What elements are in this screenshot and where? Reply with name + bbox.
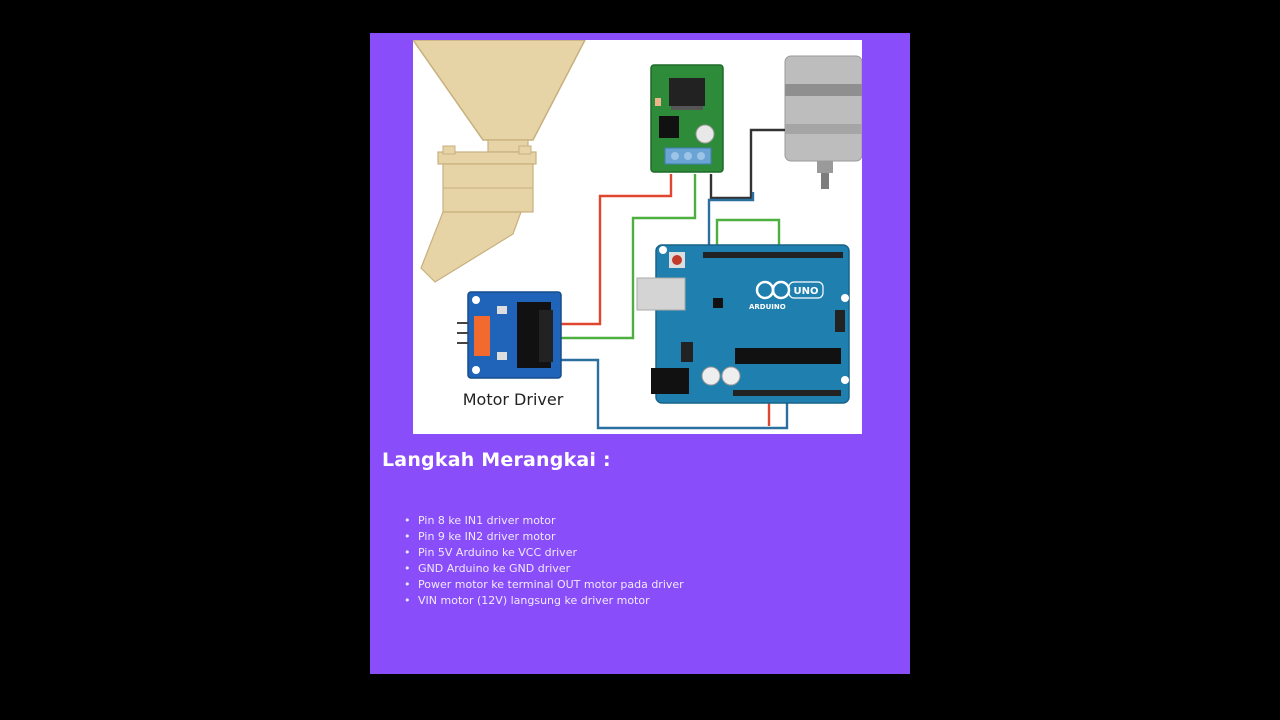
step-item: GND Arduino ke GND driver [404, 561, 684, 577]
slide: Motor Driver ARDUINO UNO [370, 33, 910, 674]
step-item: Pin 5V Arduino ke VCC driver [404, 545, 684, 561]
assembly-steps-list: Pin 8 ke IN1 driver motor Pin 9 ke IN2 d… [404, 513, 684, 609]
motor-driver-caption: Motor Driver [463, 390, 564, 409]
arduino-model-label: UNO [794, 286, 819, 297]
motor-driver-board: Motor Driver [457, 291, 564, 409]
motor-illustration [784, 55, 862, 189]
hopper-illustration [413, 40, 586, 283]
wiring-diagram: Motor Driver ARDUINO UNO [413, 40, 862, 434]
arduino-uno-board: ARDUINO UNO [636, 244, 850, 404]
section-heading: Langkah Merangkai : [382, 449, 611, 471]
step-item: Pin 8 ke IN1 driver motor [404, 513, 684, 529]
step-item: Power motor ke terminal OUT motor pada d… [404, 577, 684, 593]
wires [553, 128, 789, 430]
step-item: Pin 9 ke IN2 driver motor [404, 529, 684, 545]
step-item: VIN motor (12V) langsung ke driver motor [404, 593, 684, 609]
driver-module-top [650, 64, 724, 173]
wiring-diagram-svg: Motor Driver ARDUINO UNO [413, 40, 862, 430]
arduino-brand-label: ARDUINO [749, 303, 786, 311]
